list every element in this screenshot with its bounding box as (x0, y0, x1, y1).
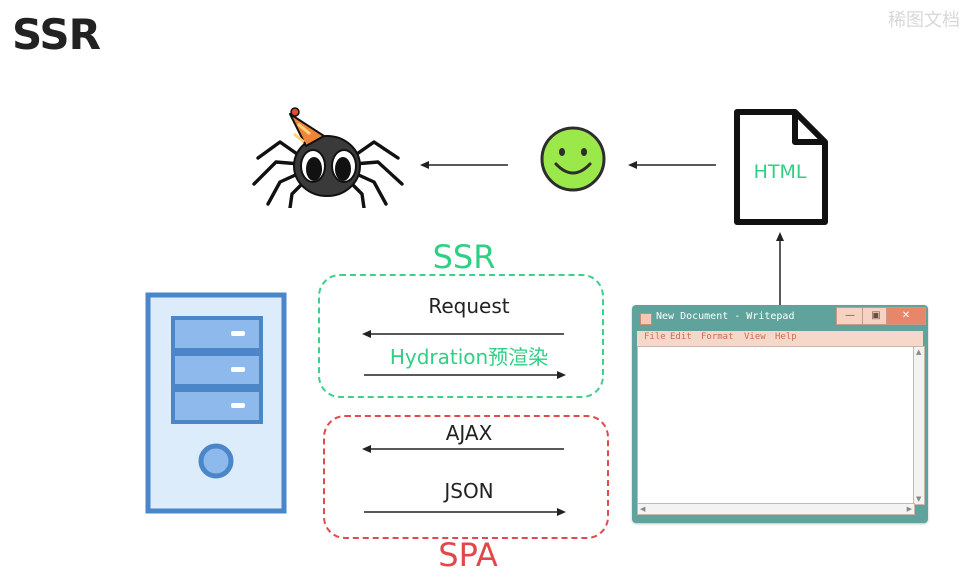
menu-bar: File Edit Format View Help (637, 331, 923, 346)
horizontal-scrollbar[interactable]: ◀ ▶ (637, 503, 915, 515)
smiley-icon (540, 126, 606, 192)
app-icon (640, 313, 652, 325)
ajax-arrow (362, 445, 564, 453)
html-file-label: HTML (753, 161, 807, 183)
menu-edit[interactable]: Edit (670, 332, 692, 342)
json-label: JSON (444, 479, 494, 503)
arrow-smiley-to-spider (420, 161, 508, 169)
json-arrow (364, 508, 566, 516)
scroll-right-icon[interactable]: ▶ (906, 505, 912, 513)
writepad-window: New Document - Writepad — ▣ ✕ File Edit … (632, 305, 928, 523)
spa-caption: SPA (438, 536, 498, 574)
minimize-button[interactable]: — (836, 307, 864, 325)
menu-help[interactable]: Help (775, 332, 797, 342)
html-file-icon (734, 109, 828, 225)
hydration-arrow (364, 371, 566, 379)
close-button[interactable]: ✕ (886, 307, 926, 325)
ajax-label: AJAX (445, 421, 493, 445)
hydration-label: Hydration预渲染 (389, 345, 549, 369)
ssr-caption: SSR (432, 238, 496, 276)
menu-file[interactable]: File (644, 332, 666, 342)
server-icon (145, 292, 287, 514)
scroll-down-icon[interactable]: ▼ (916, 495, 922, 503)
request-arrow (362, 330, 564, 338)
menu-format[interactable]: Format (701, 332, 734, 342)
spider-icon (252, 107, 404, 208)
spa-box (323, 415, 609, 539)
vertical-scrollbar[interactable]: ▲ ▼ (913, 346, 925, 505)
page-title: SSR (12, 10, 101, 59)
arrow-window-to-html (776, 232, 784, 308)
watermark: 稀图文档 (888, 10, 960, 31)
text-editor-area[interactable] (637, 346, 915, 505)
scroll-left-icon[interactable]: ◀ (640, 505, 646, 513)
arrow-html-to-smiley (628, 161, 716, 169)
ssr-box (318, 274, 604, 398)
scroll-up-icon[interactable]: ▲ (916, 348, 922, 356)
window-title: New Document - Writepad (656, 311, 795, 322)
menu-view[interactable]: View (744, 332, 766, 342)
request-label: Request (428, 294, 510, 318)
